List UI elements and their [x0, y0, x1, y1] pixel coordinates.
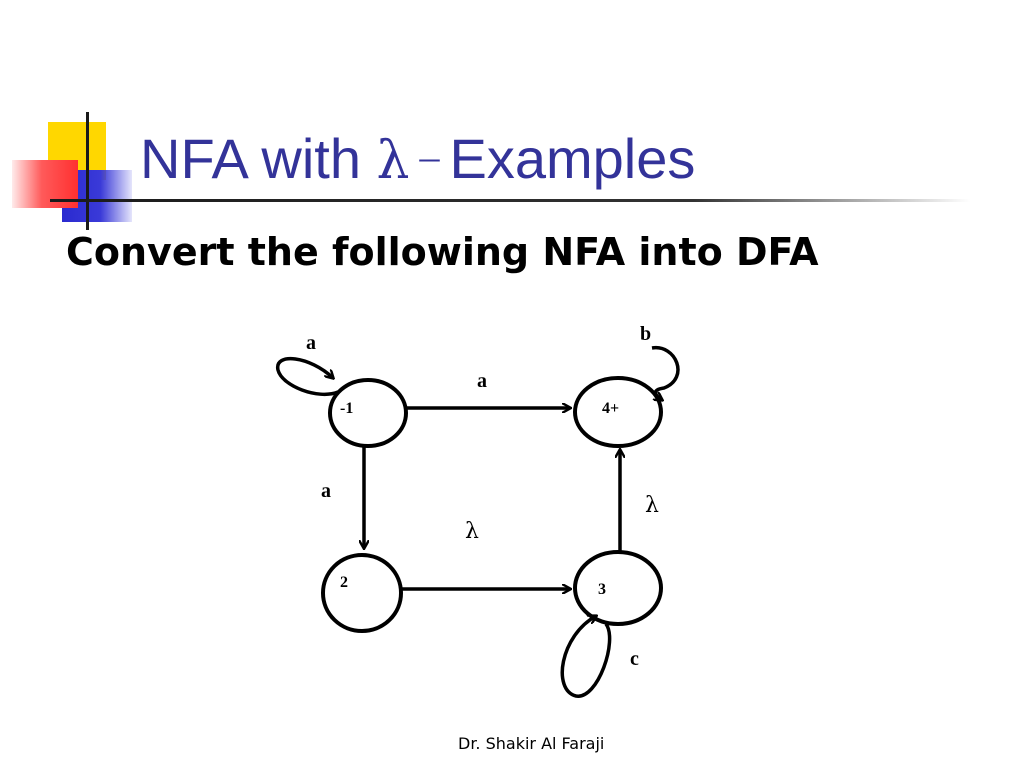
- state-label-2: 2: [340, 574, 348, 591]
- slide-subtitle: Convert the following NFA into DFA: [66, 230, 819, 274]
- title-lambda-symbol: λ: [376, 131, 410, 191]
- title-suffix: Examples: [449, 127, 696, 190]
- title-dash: –: [419, 134, 440, 179]
- label-4-self-b: b: [640, 323, 651, 345]
- edge-minus1-self-loop: [276, 356, 339, 397]
- label-2-to-3-lambda: λ: [465, 519, 479, 544]
- label-3-self-c: c: [630, 648, 639, 670]
- state-label-minus-1: -1: [340, 400, 353, 417]
- label-minus1-to-4-a: a: [477, 370, 487, 392]
- title-prefix: NFA with: [140, 127, 377, 190]
- label-3-to-4-lambda: λ: [645, 493, 659, 518]
- slide-title: NFA with λ–Examples: [140, 124, 695, 194]
- edge-3-self-loop: [560, 616, 612, 698]
- slide-footer-author: Dr. Shakir Al Faraji: [458, 734, 605, 753]
- state-label-3: 3: [598, 581, 606, 598]
- state-4-plus: [573, 376, 663, 448]
- state-label-4-plus: 4+: [602, 400, 619, 417]
- state-2: [321, 553, 403, 633]
- state-3: [573, 550, 663, 626]
- label-minus1-to-2-a: a: [321, 480, 331, 502]
- state-minus-1: [328, 378, 408, 448]
- title-underline: [50, 199, 970, 202]
- label-minus1-self-a: a: [306, 332, 316, 354]
- decor-vertical-line: [86, 112, 89, 230]
- edge-4-self-loop: [651, 346, 680, 400]
